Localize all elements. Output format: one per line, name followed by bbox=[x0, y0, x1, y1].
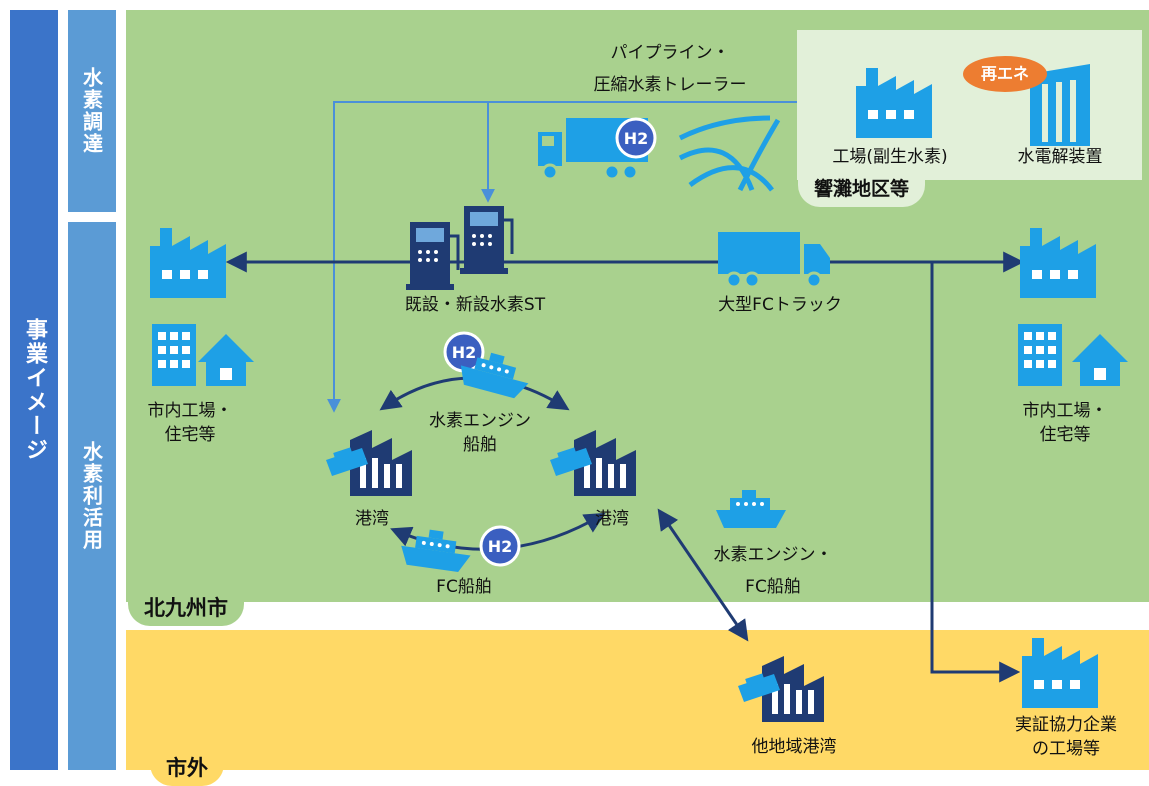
factory-byproduct-label: 工場(副生水素) bbox=[832, 147, 948, 167]
other-port-icon bbox=[738, 656, 824, 722]
truck-label: 大型FCトラック bbox=[718, 295, 842, 315]
engine-ship-label-line1: 水素エンジン bbox=[429, 411, 531, 431]
outside-region bbox=[126, 630, 1149, 770]
hibikinada-label: 響灘地区等 bbox=[798, 172, 926, 207]
right-port-icon bbox=[550, 430, 636, 496]
right-port-label: 港湾 bbox=[595, 509, 629, 529]
left-port-icon bbox=[326, 430, 412, 496]
left-port-label: 港湾 bbox=[355, 509, 389, 529]
electrolyzer-label: 水電解装置 bbox=[1017, 147, 1103, 167]
right-house-icon bbox=[1072, 334, 1128, 386]
partner-label-line1: 実証協力企業 bbox=[1015, 715, 1117, 735]
pipeline-label-line2: 圧縮水素トレーラー bbox=[593, 75, 747, 95]
left-city-label-line1: 市内工場・ bbox=[147, 401, 233, 421]
engine-fc-ship-icon bbox=[716, 490, 786, 528]
right-city-label-line1: 市内工場・ bbox=[1022, 401, 1108, 421]
right-factory-icon bbox=[1020, 228, 1096, 298]
hydrogen-station-pump-icon bbox=[404, 220, 460, 292]
pipeline-lines bbox=[327, 101, 797, 413]
fc-ship-icon bbox=[398, 526, 474, 574]
pipeline-label-line1: パイプライン・ bbox=[610, 43, 730, 63]
utilization-band: 水素利活用 bbox=[68, 222, 116, 770]
renewable-badge-text: 再エネ bbox=[980, 64, 1029, 83]
renewable-badge bbox=[963, 56, 1047, 92]
factory-byproduct-icon bbox=[856, 68, 932, 138]
station-label: 既設・新設水素ST bbox=[404, 295, 546, 315]
business-image-label: 事業イメージ bbox=[22, 318, 47, 462]
h2-text-fc-ship: H2 bbox=[487, 537, 513, 556]
h2-text-trailer: H2 bbox=[623, 129, 649, 148]
business-image-band: 事業イメージ bbox=[10, 10, 58, 770]
right-city-label-line2: 住宅等 bbox=[1039, 425, 1091, 445]
electrolyzer-icon bbox=[1030, 64, 1090, 146]
right-building-icon bbox=[1018, 324, 1062, 386]
fc-ship-label: FC船舶 bbox=[436, 577, 492, 597]
utilization-label: 水素利活用 bbox=[79, 441, 104, 551]
left-city-label-line2: 住宅等 bbox=[164, 425, 216, 445]
engine-fc-ship-label-line2: FC船舶 bbox=[745, 577, 801, 597]
left-factory-icon bbox=[150, 228, 226, 298]
other-port-label: 他地域港湾 bbox=[751, 737, 837, 757]
partner-factory-icon bbox=[1022, 638, 1098, 708]
pipeline-icon bbox=[678, 115, 781, 192]
engine-ship-label-line2: 船舶 bbox=[463, 435, 497, 455]
fc-truck-icon bbox=[716, 230, 832, 289]
engine-fc-ship-label-line1: 水素エンジン・ bbox=[713, 545, 833, 565]
hydrogen-station-pump-icon-2 bbox=[458, 204, 514, 276]
left-building-icon bbox=[152, 324, 196, 386]
city-region-label: 北九州市 bbox=[128, 588, 244, 626]
procurement-band: 水素調達 bbox=[68, 10, 116, 212]
left-house-icon bbox=[198, 334, 254, 386]
h2-text-engine-ship: H2 bbox=[451, 343, 477, 362]
partner-label-line2: の工場等 bbox=[1032, 739, 1100, 759]
procurement-label: 水素調達 bbox=[79, 67, 104, 155]
